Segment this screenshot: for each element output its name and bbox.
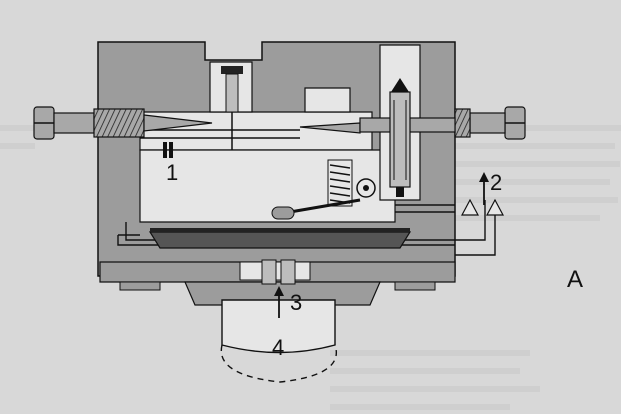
- callout-1-marker: [163, 142, 173, 158]
- main-jet: [221, 66, 243, 150]
- left-adjusting-screw: [33, 106, 213, 140]
- show-through-text: [0, 125, 621, 410]
- panel-label: A: [567, 266, 583, 293]
- inlet-needle-valve: [389, 78, 411, 197]
- callout-4: 4: [272, 335, 284, 360]
- connector-piece: [220, 299, 337, 383]
- callout-1: 1: [166, 160, 178, 185]
- base-housing: [99, 259, 456, 306]
- up-arrow-icon: [274, 286, 284, 318]
- spring-icon: [327, 159, 353, 207]
- callout-2: 2: [490, 170, 502, 195]
- callout-3: 3: [290, 290, 302, 315]
- inlet-fitting: [461, 198, 504, 216]
- diaphragm: [148, 228, 412, 249]
- up-arrow-icon: [479, 172, 489, 205]
- metering-lever: [271, 178, 376, 220]
